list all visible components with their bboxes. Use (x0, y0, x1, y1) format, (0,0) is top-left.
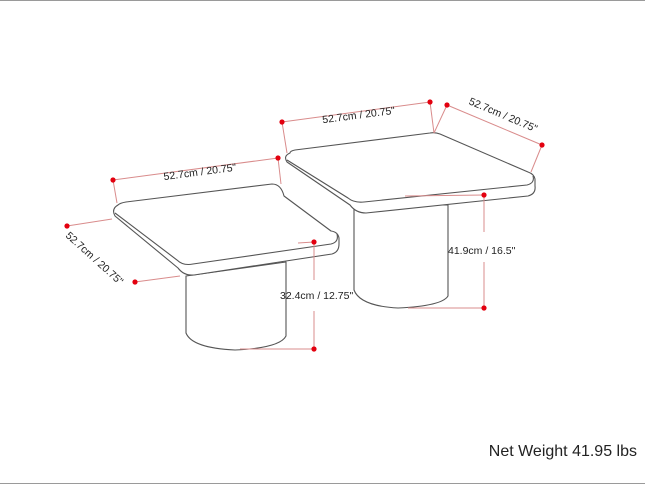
tall-table (285, 132, 536, 309)
tall-table-height-label: 41.9cm / 16.5" (448, 245, 516, 257)
tall-height-top-point (481, 192, 487, 198)
short-table-leg (185, 261, 287, 351)
short-table-depth-label: 52.7cm / 20.75" (63, 230, 126, 288)
tall-table-depth-label: 52.7cm / 20.75" (467, 96, 539, 136)
short-table-dimensions (64, 155, 317, 352)
short-table-top (112, 183, 340, 276)
tall-width-start-point (279, 119, 285, 125)
tall-width-end-point (427, 99, 433, 105)
short-width-end-point (275, 155, 281, 161)
short-height-bottom-point (311, 346, 317, 352)
net-weight-label: Net Weight 41.95 lbs (488, 443, 637, 460)
tall-table-leg (353, 204, 449, 309)
short-table-width-label: 52.7cm / 20.75" (163, 162, 237, 183)
tall-table-dimensions (279, 99, 545, 311)
short-table (112, 183, 340, 351)
short-height-top-point (311, 239, 317, 245)
tall-depth-start-point (444, 102, 450, 108)
frame-top-border (0, 0, 645, 1)
tall-table-top (285, 132, 536, 214)
tall-height-bottom-point (481, 305, 487, 311)
short-depth-end-point (132, 279, 138, 285)
short-table-height-label: 32.4cm / 12.75" (280, 290, 353, 302)
tall-depth-end-point (539, 142, 545, 148)
tall-table-width-label: 52.7cm / 20.75" (322, 105, 396, 126)
short-width-start-point (110, 177, 116, 183)
short-depth-start-point (64, 223, 70, 229)
